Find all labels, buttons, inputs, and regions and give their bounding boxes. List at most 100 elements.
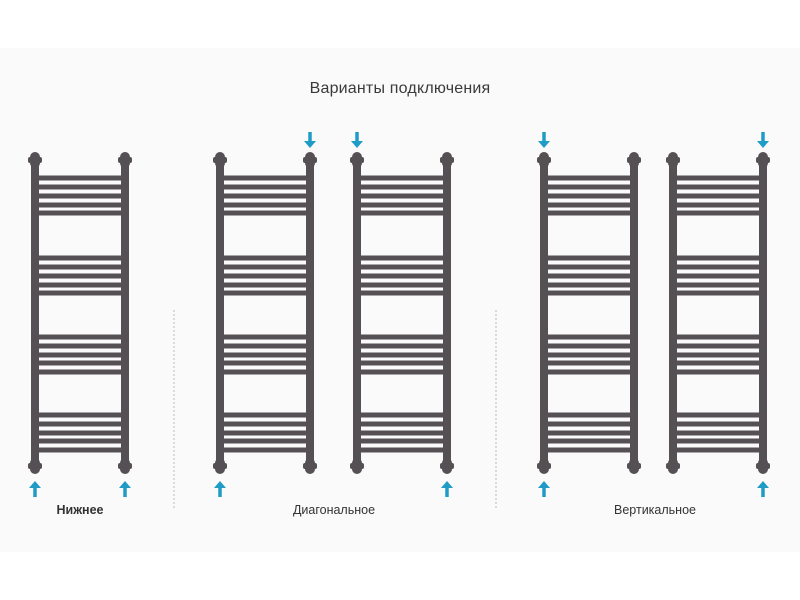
cap-collar <box>756 463 770 469</box>
rung <box>544 369 634 375</box>
arrow-head <box>538 481 550 488</box>
flow-arrow-down <box>351 132 363 148</box>
rung <box>673 282 763 288</box>
rung <box>673 352 763 358</box>
rung <box>357 412 447 418</box>
rung <box>220 210 310 216</box>
towel-rail-radiator <box>28 152 132 497</box>
rung <box>357 421 447 427</box>
arrow-shaft <box>542 132 546 142</box>
diagram-title: Варианты подключения <box>309 80 491 97</box>
rung <box>220 360 310 366</box>
rung <box>220 202 310 208</box>
rung <box>544 282 634 288</box>
rung <box>357 193 447 199</box>
rung <box>35 334 125 340</box>
rung <box>544 334 634 340</box>
rung <box>357 334 447 340</box>
rung <box>544 202 634 208</box>
rung <box>544 412 634 418</box>
cap-collar <box>627 157 641 163</box>
rung <box>35 264 125 270</box>
arrow-head <box>214 481 226 488</box>
rung <box>220 193 310 199</box>
towel-rail-radiator <box>537 132 641 497</box>
rung <box>220 334 310 340</box>
rung <box>673 210 763 216</box>
rung <box>220 175 310 181</box>
arrow-shaft <box>355 132 359 142</box>
arrow-shaft <box>761 132 765 142</box>
rung <box>357 202 447 208</box>
rung <box>35 421 125 427</box>
rung <box>35 282 125 288</box>
rung <box>220 273 310 279</box>
cap-collar <box>118 157 132 163</box>
top-right-cap <box>440 152 454 168</box>
rung <box>673 360 763 366</box>
rung <box>220 264 310 270</box>
flow-arrow-down <box>538 132 550 148</box>
rung <box>544 210 634 216</box>
arrow-shaft <box>542 487 546 497</box>
arrow-head <box>441 481 453 488</box>
rung <box>35 184 125 190</box>
left-riser <box>216 160 224 466</box>
rung <box>357 273 447 279</box>
rung <box>357 447 447 453</box>
rung <box>544 421 634 427</box>
rung <box>357 360 447 366</box>
towel-rail-radiator <box>213 132 317 497</box>
arrow-head <box>29 481 41 488</box>
rung <box>35 369 125 375</box>
cap-collar <box>28 157 42 163</box>
rung <box>35 290 125 296</box>
towel-rail-radiator <box>350 132 454 497</box>
arrow-head <box>757 141 769 148</box>
rung <box>35 175 125 181</box>
arrow-head <box>119 481 131 488</box>
arrow-head <box>304 141 316 148</box>
right-riser <box>306 160 314 466</box>
rung <box>35 193 125 199</box>
bottom-right-cap <box>627 458 641 474</box>
rung <box>35 360 125 366</box>
rung <box>357 175 447 181</box>
cap-collar <box>350 157 364 163</box>
group-label-bottom: Нижнее <box>56 503 104 517</box>
group-label-vertical: Вертикальное <box>614 503 696 517</box>
flow-arrow-up <box>757 481 769 497</box>
rung <box>357 282 447 288</box>
rung <box>357 343 447 349</box>
top-left-cap <box>350 152 364 168</box>
rung <box>357 430 447 436</box>
rung <box>220 438 310 444</box>
right-riser <box>630 160 638 466</box>
rung <box>673 412 763 418</box>
rung <box>35 412 125 418</box>
cap-collar <box>627 463 641 469</box>
rung <box>220 369 310 375</box>
arrow-shaft <box>33 487 37 497</box>
top-right-cap <box>118 152 132 168</box>
rung <box>544 352 634 358</box>
cap-collar <box>213 463 227 469</box>
arrow-shaft <box>445 487 449 497</box>
top-right-cap <box>303 152 317 168</box>
bottom-right-cap <box>118 458 132 474</box>
rung <box>220 290 310 296</box>
rung <box>544 175 634 181</box>
rung <box>673 255 763 261</box>
rung <box>544 184 634 190</box>
top-right-cap <box>627 152 641 168</box>
rung <box>673 264 763 270</box>
flow-arrow-up <box>29 481 41 497</box>
bottom-right-cap <box>440 458 454 474</box>
rung <box>673 369 763 375</box>
rung <box>544 447 634 453</box>
cap-collar <box>756 157 770 163</box>
top-left-cap <box>537 152 551 168</box>
rung <box>673 202 763 208</box>
bottom-left-cap <box>350 458 364 474</box>
rung <box>220 430 310 436</box>
